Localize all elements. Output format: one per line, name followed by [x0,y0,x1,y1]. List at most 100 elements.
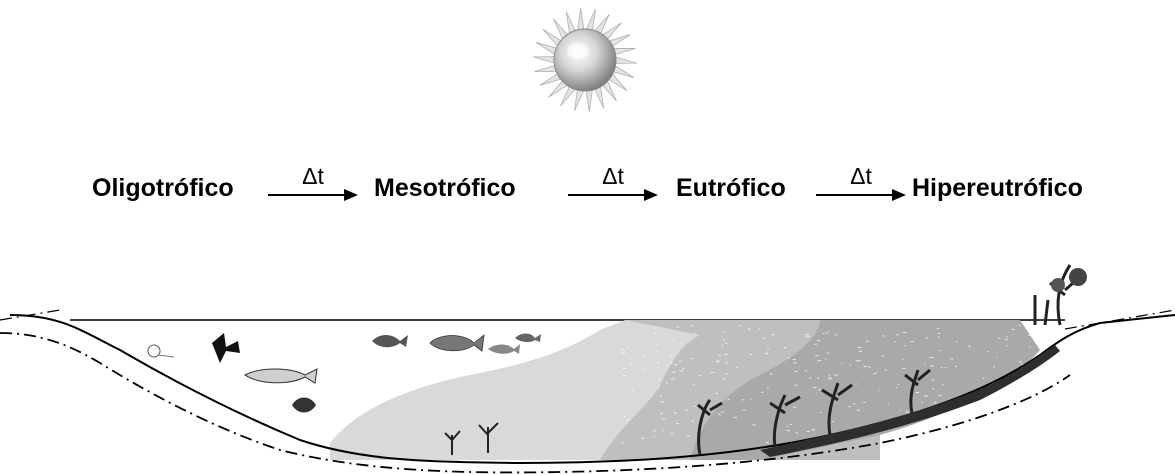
speckle [899,409,901,411]
speckle [725,373,728,375]
speckle [828,375,831,377]
speckle [825,332,828,334]
stage-eutrophic: Eutrófico [676,174,786,202]
speckle [710,372,714,374]
speckle [723,339,725,341]
speckle [805,335,810,337]
speckle [848,406,851,408]
speckle [643,355,647,357]
sun-ray [534,64,558,73]
speckle [660,401,665,403]
speckle [658,378,661,380]
speckle [993,366,995,368]
speckle [750,398,752,400]
speckle [767,348,770,350]
speckle [1010,401,1015,403]
speckle [895,387,898,389]
speckle [814,343,817,345]
speckle [665,382,668,384]
speckle [713,371,715,373]
bottom-plants [444,264,1087,456]
speckle [935,425,939,427]
speckle [679,370,684,372]
speckle [818,389,821,391]
speckle [903,332,907,334]
speckle [747,328,751,330]
speckle [724,342,728,344]
speckle [938,333,941,334]
speckle [1029,346,1031,348]
speckle [855,360,860,362]
sun-ray [577,8,585,32]
speckle [968,426,971,428]
speckle [673,412,677,414]
speckle [809,377,812,379]
speckle [940,420,944,422]
lake-cross-section [0,264,1175,474]
speckle [932,388,935,390]
speckle [736,367,738,369]
speckle [1018,361,1023,363]
speckle [716,360,721,362]
arrow-1: Δt [268,165,358,205]
speckle [622,368,626,370]
stage-oligotrophic: Oligotrófico [92,174,234,202]
speckle [686,435,690,437]
speckle [924,363,926,365]
stage-mesotrophic: Mesotrófico [374,174,516,202]
speckle [925,337,929,339]
speckle [904,436,906,438]
speckle [813,428,815,430]
speckle [954,365,957,367]
speckle [804,334,809,336]
speckle [901,440,906,442]
speckle [933,401,937,403]
speckle [882,335,885,337]
speckle [792,359,796,361]
speckle [719,414,721,416]
speckle [856,409,860,411]
speckle [865,340,869,342]
speckle [760,391,764,393]
speckle [884,369,887,371]
speckle [992,438,995,440]
plant-2 [478,422,499,453]
speckle [1023,398,1026,400]
speckle [1000,388,1003,390]
speckle [648,375,651,377]
speckle [721,345,724,346]
speckle [771,334,775,336]
speckle [826,352,830,354]
speckle [722,378,725,380]
hyper-zone [690,320,1040,460]
speckle [817,377,820,379]
speckle [670,378,675,380]
speckle [824,358,826,360]
speckle [951,410,955,412]
speckle [742,409,746,411]
speckle [834,374,838,376]
speckle [881,355,884,357]
speckle [982,377,985,379]
speckle [749,354,753,356]
fish-meso-1 [372,335,408,348]
speckle [667,364,669,366]
speckle [654,333,657,335]
speckle [863,402,866,403]
speckle [942,384,944,386]
speckle [940,367,943,369]
speckle [660,412,662,414]
speckle [718,354,721,356]
speckle [765,442,770,444]
speckle [813,387,817,388]
speckle [727,398,730,400]
speckle [984,403,986,405]
speckle [930,365,935,367]
right-shore-line [1064,309,1175,330]
sun-ray [612,47,636,56]
speckle [1035,382,1040,384]
speckle [863,365,868,367]
speckle [682,368,685,370]
speckle [1039,326,1041,328]
speckle [641,437,645,439]
